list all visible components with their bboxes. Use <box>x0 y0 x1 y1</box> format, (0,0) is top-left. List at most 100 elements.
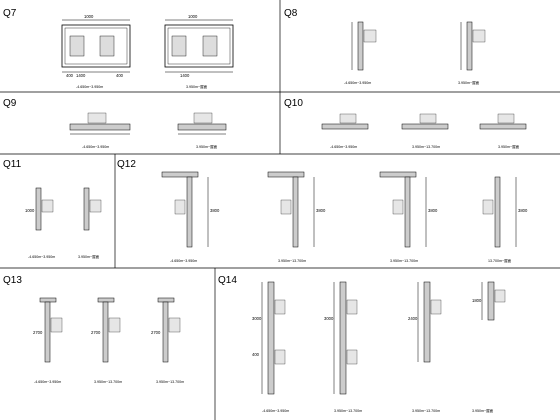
q12-detail-a: 3800 -4.650m~3.950m <box>161 171 220 263</box>
section-note <box>392 199 404 215</box>
wall-column <box>186 176 193 248</box>
level-caption: -4.650m~3.950m <box>28 255 55 259</box>
panel-label-q10: Q10 <box>284 98 303 109</box>
level-caption: -4.650m~3.950m <box>82 145 109 149</box>
panel-label-q7: Q7 <box>3 8 17 19</box>
wall-column <box>102 301 109 363</box>
level-caption: 3.950m~13.700m <box>412 145 440 149</box>
wall-column <box>292 176 299 248</box>
level-caption: -4.650m~3.950m <box>330 145 357 149</box>
q14-detail-c: 2400 3.950m~13.700m <box>408 281 442 413</box>
beam <box>157 297 175 303</box>
beam <box>401 123 449 130</box>
frame-outline <box>164 24 234 68</box>
section-note <box>494 289 506 303</box>
panel-label-q12: Q12 <box>117 159 136 170</box>
beam <box>39 297 57 303</box>
level-caption: 3.950m~13.700m <box>334 409 362 413</box>
dim-label: 1800 <box>472 298 482 303</box>
dim-label: 2700 <box>151 330 161 335</box>
wall-column <box>267 281 275 395</box>
section-note <box>41 199 54 213</box>
level-caption: 3.950m~屋面 <box>196 144 218 149</box>
section-note <box>174 199 186 215</box>
q14-detail-a: 3000 400 -4.650m~3.950m <box>252 281 289 413</box>
dim-label: 2400 <box>408 316 418 321</box>
beam <box>97 297 115 303</box>
section-note <box>472 29 486 43</box>
frame-inner <box>167 27 231 65</box>
dim-label: 3800 <box>518 208 528 213</box>
dim-label: 1000 <box>188 14 198 19</box>
q12-detail-d: 3800 13.700m~屋面 <box>482 176 528 263</box>
section-note <box>497 113 515 124</box>
beam <box>161 171 199 178</box>
section-note <box>482 199 494 215</box>
wall-column <box>423 281 431 363</box>
level-caption: 3.950m~屋面 <box>78 254 100 259</box>
section-note <box>363 29 377 43</box>
hatch-region <box>99 35 115 57</box>
frame-outline <box>61 24 131 68</box>
beam <box>379 171 417 178</box>
level-caption: 3.950m~13.700m <box>94 380 122 384</box>
level-caption: 3.950m~13.700m <box>412 409 440 413</box>
hatch-region <box>171 35 187 57</box>
q14-detail-b: 3000 3.950m~13.700m <box>324 281 362 413</box>
section-note <box>430 299 442 315</box>
section-note <box>419 113 437 124</box>
frame-inner <box>64 27 128 65</box>
section-note <box>339 113 357 124</box>
q9-detail-b: 3.950m~屋面 <box>177 112 227 149</box>
section-note <box>346 349 358 365</box>
q13-detail-b: 2700 3.950m~13.700m <box>91 297 122 384</box>
level-caption: -4.650m~3.950m <box>76 85 103 89</box>
section-note <box>87 112 107 124</box>
section-note <box>346 299 358 315</box>
panel-label-q11: Q11 <box>3 159 22 170</box>
wall-column <box>83 187 90 231</box>
q11-detail-a: 1000 -4.650m~3.950m <box>25 187 55 259</box>
dim-label: 1000 <box>25 208 35 213</box>
section-note <box>193 112 213 124</box>
beam <box>321 123 369 130</box>
level-caption: -4.650m~3.950m <box>262 409 289 413</box>
dim-label: 2700 <box>33 330 43 335</box>
dim-label: 3000 <box>324 316 334 321</box>
q7-detail-b: 1000 1400 3.950m~屋面 <box>164 14 234 89</box>
level-caption: -4.650m~3.950m <box>344 81 371 85</box>
q8-detail-a: -4.650m~3.950m <box>344 21 377 85</box>
q13-detail-c: 2700 3.950m~13.700m <box>151 297 184 384</box>
q12-detail-b: 3800 3.950m~13.700m <box>267 171 326 263</box>
panel-label-q8: Q8 <box>284 8 298 19</box>
level-caption: 3.950m~13.700m <box>390 259 418 263</box>
beam <box>69 123 131 131</box>
section-note <box>280 199 292 215</box>
section-note <box>274 349 286 365</box>
wall-column <box>339 281 347 395</box>
q12-detail-c: 3800 3.950m~13.700m <box>379 171 438 263</box>
dim-label: 400 <box>252 352 260 357</box>
dim-label: 3800 <box>428 208 438 213</box>
level-caption: 3.950m~屋面 <box>186 84 208 89</box>
wall-column <box>494 176 501 248</box>
panel-label-q9: Q9 <box>3 98 17 109</box>
level-caption: -4.650m~3.950m <box>170 259 197 263</box>
level-caption: 3.950m~13.700m <box>278 259 306 263</box>
section-note <box>108 317 121 333</box>
level-caption: 3.950m~屋面 <box>498 144 520 149</box>
q11-detail-b: 3.950m~屋面 <box>78 187 102 259</box>
dim-label: 1400 <box>76 73 86 78</box>
dim-label: 1000 <box>84 14 94 19</box>
dim-label: 3800 <box>316 208 326 213</box>
level-caption: 3.950m~13.700m <box>156 380 184 384</box>
q7-detail-a: 1000 1400 400 400 -4.650m~3.950m <box>61 14 131 89</box>
dim-label: 400 <box>116 73 124 78</box>
q8-detail-b: 3.950m~屋面 <box>458 21 486 85</box>
q10-detail-a: -4.650m~3.950m <box>321 113 369 149</box>
wall-column <box>404 176 411 248</box>
beam <box>479 123 527 130</box>
section-note <box>274 299 286 315</box>
